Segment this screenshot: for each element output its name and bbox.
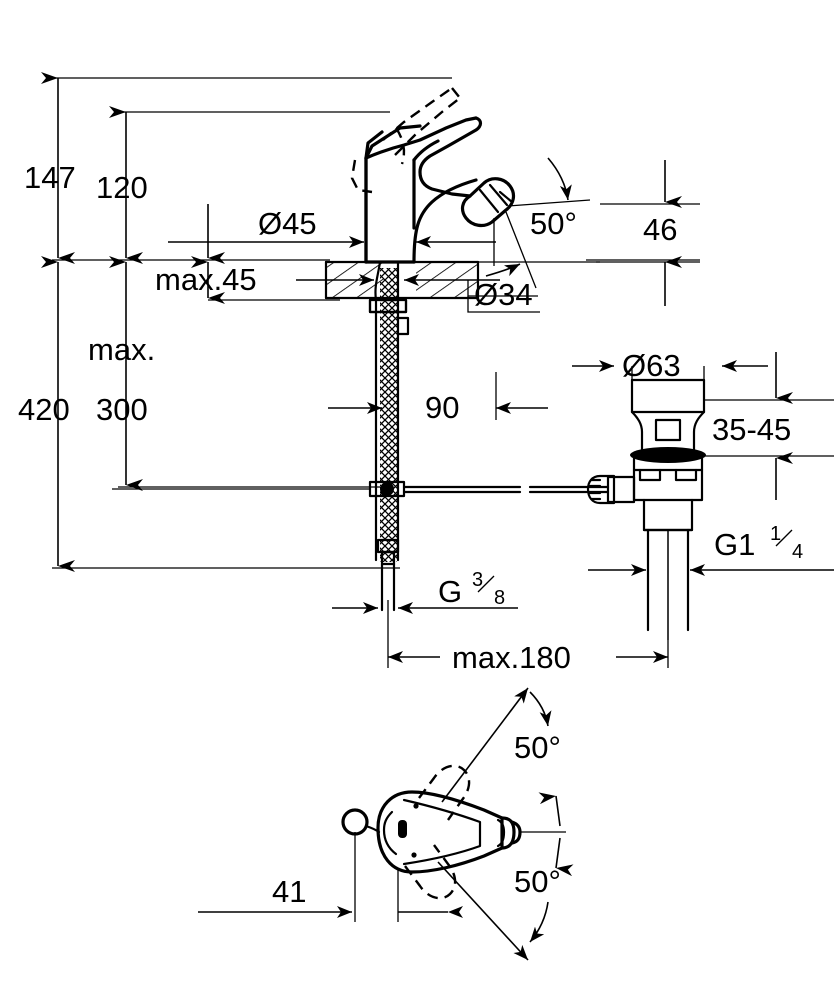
dim-41-label: 41	[272, 874, 306, 909]
lever-dashed-up	[350, 87, 461, 194]
dim-max-300: max. 300	[88, 256, 155, 491]
dim-angle-50-top: 50°	[485, 157, 591, 289]
dim-g1-label: G1	[714, 527, 755, 562]
dim-46-label: 46	[643, 212, 677, 247]
faucet-body	[364, 116, 516, 264]
dim-g-three-eighths: G 3 8	[332, 569, 518, 614]
knurled-nut	[586, 474, 616, 505]
plan-dim-50-upper: 50°	[441, 687, 561, 803]
dim-90-label: 90	[425, 390, 459, 425]
dim-147-label: 147	[24, 160, 76, 195]
supply-hose	[368, 260, 410, 612]
plan-50-lower-label: 50°	[514, 864, 561, 899]
plan-dim-50-lower: 50°	[437, 861, 561, 961]
dim-300-label: 300	[96, 392, 148, 427]
dim-3545-label: 35-45	[712, 412, 791, 447]
dim-max45: max.45	[155, 204, 257, 304]
dim-g38-den-label: 8	[494, 587, 505, 609]
dim-dia45-label: Ø45	[258, 206, 317, 241]
dim-g1-den-label: 4	[792, 541, 803, 563]
dim-dia63: Ø63	[572, 348, 768, 384]
dim-max45-label: max.45	[155, 262, 257, 297]
dim-max180-label: max.180	[452, 640, 571, 675]
dim-angle-50-top-label: 50°	[530, 206, 577, 241]
dim-90: 90	[328, 372, 548, 425]
dim-120: 120	[96, 106, 148, 264]
popup-rod	[112, 485, 610, 494]
dim-3545: 35-45	[704, 352, 834, 500]
dim-max-label: max.	[88, 332, 155, 367]
waste-assembly	[586, 378, 706, 640]
plan-lever-dashed	[404, 764, 471, 900]
dim-420: 420	[18, 256, 75, 572]
dim-dia45: Ø45	[168, 206, 496, 248]
dim-dia63-label: Ø63	[622, 348, 681, 383]
dim-g38-label: G	[438, 574, 462, 609]
plan-50-upper-label: 50°	[514, 730, 561, 765]
dim-dia34-label: Ø34	[474, 277, 533, 312]
plan-swivel-ticks	[538, 792, 574, 877]
dim-147: 147	[24, 72, 76, 264]
dim-120-label: 120	[96, 170, 148, 205]
dim-max180: max.180	[387, 530, 669, 675]
dim-41: 41	[198, 832, 463, 922]
plan-view	[341, 790, 566, 874]
dim-dia34: Ø34	[296, 274, 540, 313]
dim-g1-quarter: G1 1 4	[588, 523, 834, 576]
dim-g1-num-label: 1	[770, 523, 781, 545]
dim-46: 46	[586, 160, 700, 306]
dim-g38-num-label: 3	[472, 569, 483, 591]
dim-420-label: 420	[18, 392, 70, 427]
